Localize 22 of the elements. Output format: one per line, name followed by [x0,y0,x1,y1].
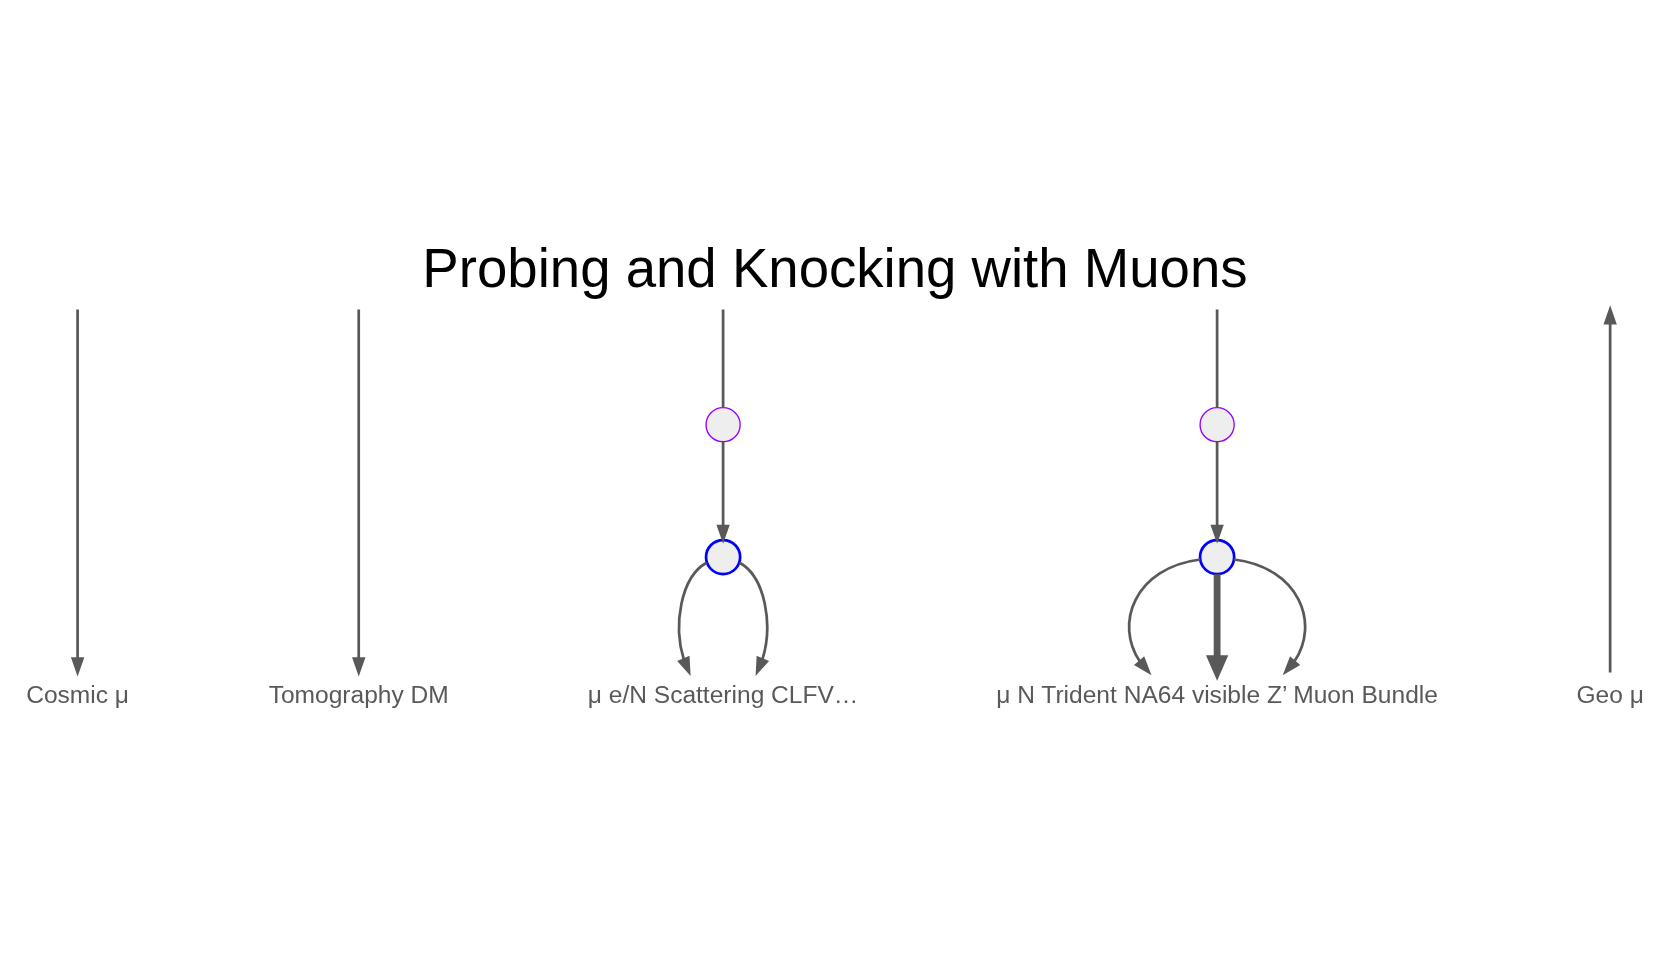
arrow [1210,442,1224,544]
connector [1215,309,1219,408]
arrow [352,309,366,677]
arrow [1233,558,1307,676]
arrow [738,561,770,677]
node-text: μ e/N Scattering CLFV… [587,680,859,708]
arrow [1205,574,1229,681]
node-text: μ N Trident NA64 visible Z’ Muon Bundle [996,680,1438,708]
node-text: Cosmic μ [26,680,129,708]
node-circle [1199,407,1235,443]
node-circle [704,538,742,576]
arrow [1603,305,1617,673]
connector [721,309,725,408]
node-circle [705,407,741,443]
arrow [70,309,85,677]
arrow [1127,558,1201,676]
arrow [716,442,730,544]
node-text: Tomography DM [268,680,449,708]
node-circle [1198,538,1236,576]
node-text: Geo μ [1576,680,1644,708]
diagram-title: Probing and Knocking with Muons [422,237,1248,299]
arrow [677,561,708,677]
